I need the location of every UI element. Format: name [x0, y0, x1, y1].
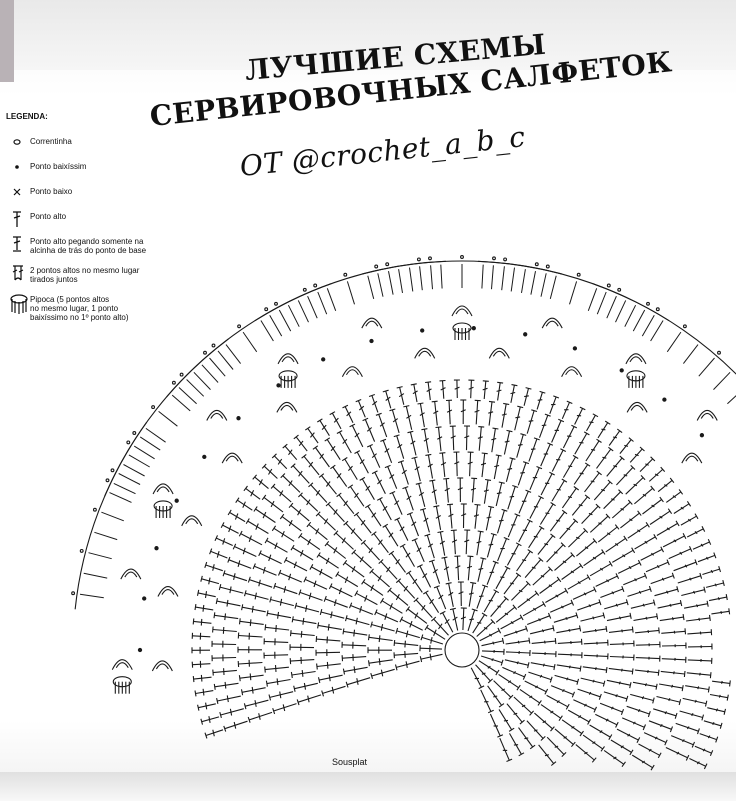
legend: LEGENDA: Correntinha Ponto baixíssim Pon…	[6, 112, 236, 331]
bottom-shade	[0, 772, 736, 801]
chart-strokes	[71, 255, 736, 771]
slip-stitch-icon	[6, 160, 30, 176]
chain-stitch-icon	[6, 135, 30, 151]
legend-heading: LEGENDA:	[6, 112, 48, 121]
legend-item-two-together: 2 pontos altos no mesmo lugar tirados ju…	[6, 264, 236, 284]
double-crochet-two-together-icon	[6, 264, 30, 281]
single-crochet-icon	[6, 185, 30, 201]
legend-label: Ponto baixo	[30, 187, 73, 196]
title-line-3: ОТ @crochet_a_b_c	[238, 120, 527, 183]
legend-item-back-loop: Ponto alto pegando somente na alcinha de…	[6, 235, 236, 255]
legend-item-chain: Correntinha	[6, 135, 236, 151]
legend-item-single: Ponto baixo	[6, 185, 236, 201]
popcorn-icon	[6, 293, 30, 314]
legend-label: Correntinha	[30, 137, 72, 146]
legend-item-popcorn: Pipoca (5 pontos altos no mesmo lugar, 1…	[6, 293, 236, 322]
legend-label: Pipoca (5 pontos altos no mesmo lugar, 1…	[30, 295, 129, 322]
double-crochet-icon	[6, 210, 30, 227]
corner-mark	[0, 0, 14, 82]
legend-label: 2 pontos altos no mesmo lugar tirados ju…	[30, 266, 140, 284]
top-bar	[0, 0, 736, 70]
legend-item-slip: Ponto baixíssim	[6, 160, 236, 176]
diagram-caption: Sousplat	[332, 757, 368, 767]
legend-label: Ponto baixíssim	[30, 162, 87, 171]
back-loop-double-crochet-icon	[6, 235, 30, 252]
legend-label: Ponto alto	[30, 212, 67, 221]
legend-label: Ponto alto pegando somente na alcinha de…	[30, 237, 147, 255]
legend-item-double: Ponto alto	[6, 210, 236, 227]
